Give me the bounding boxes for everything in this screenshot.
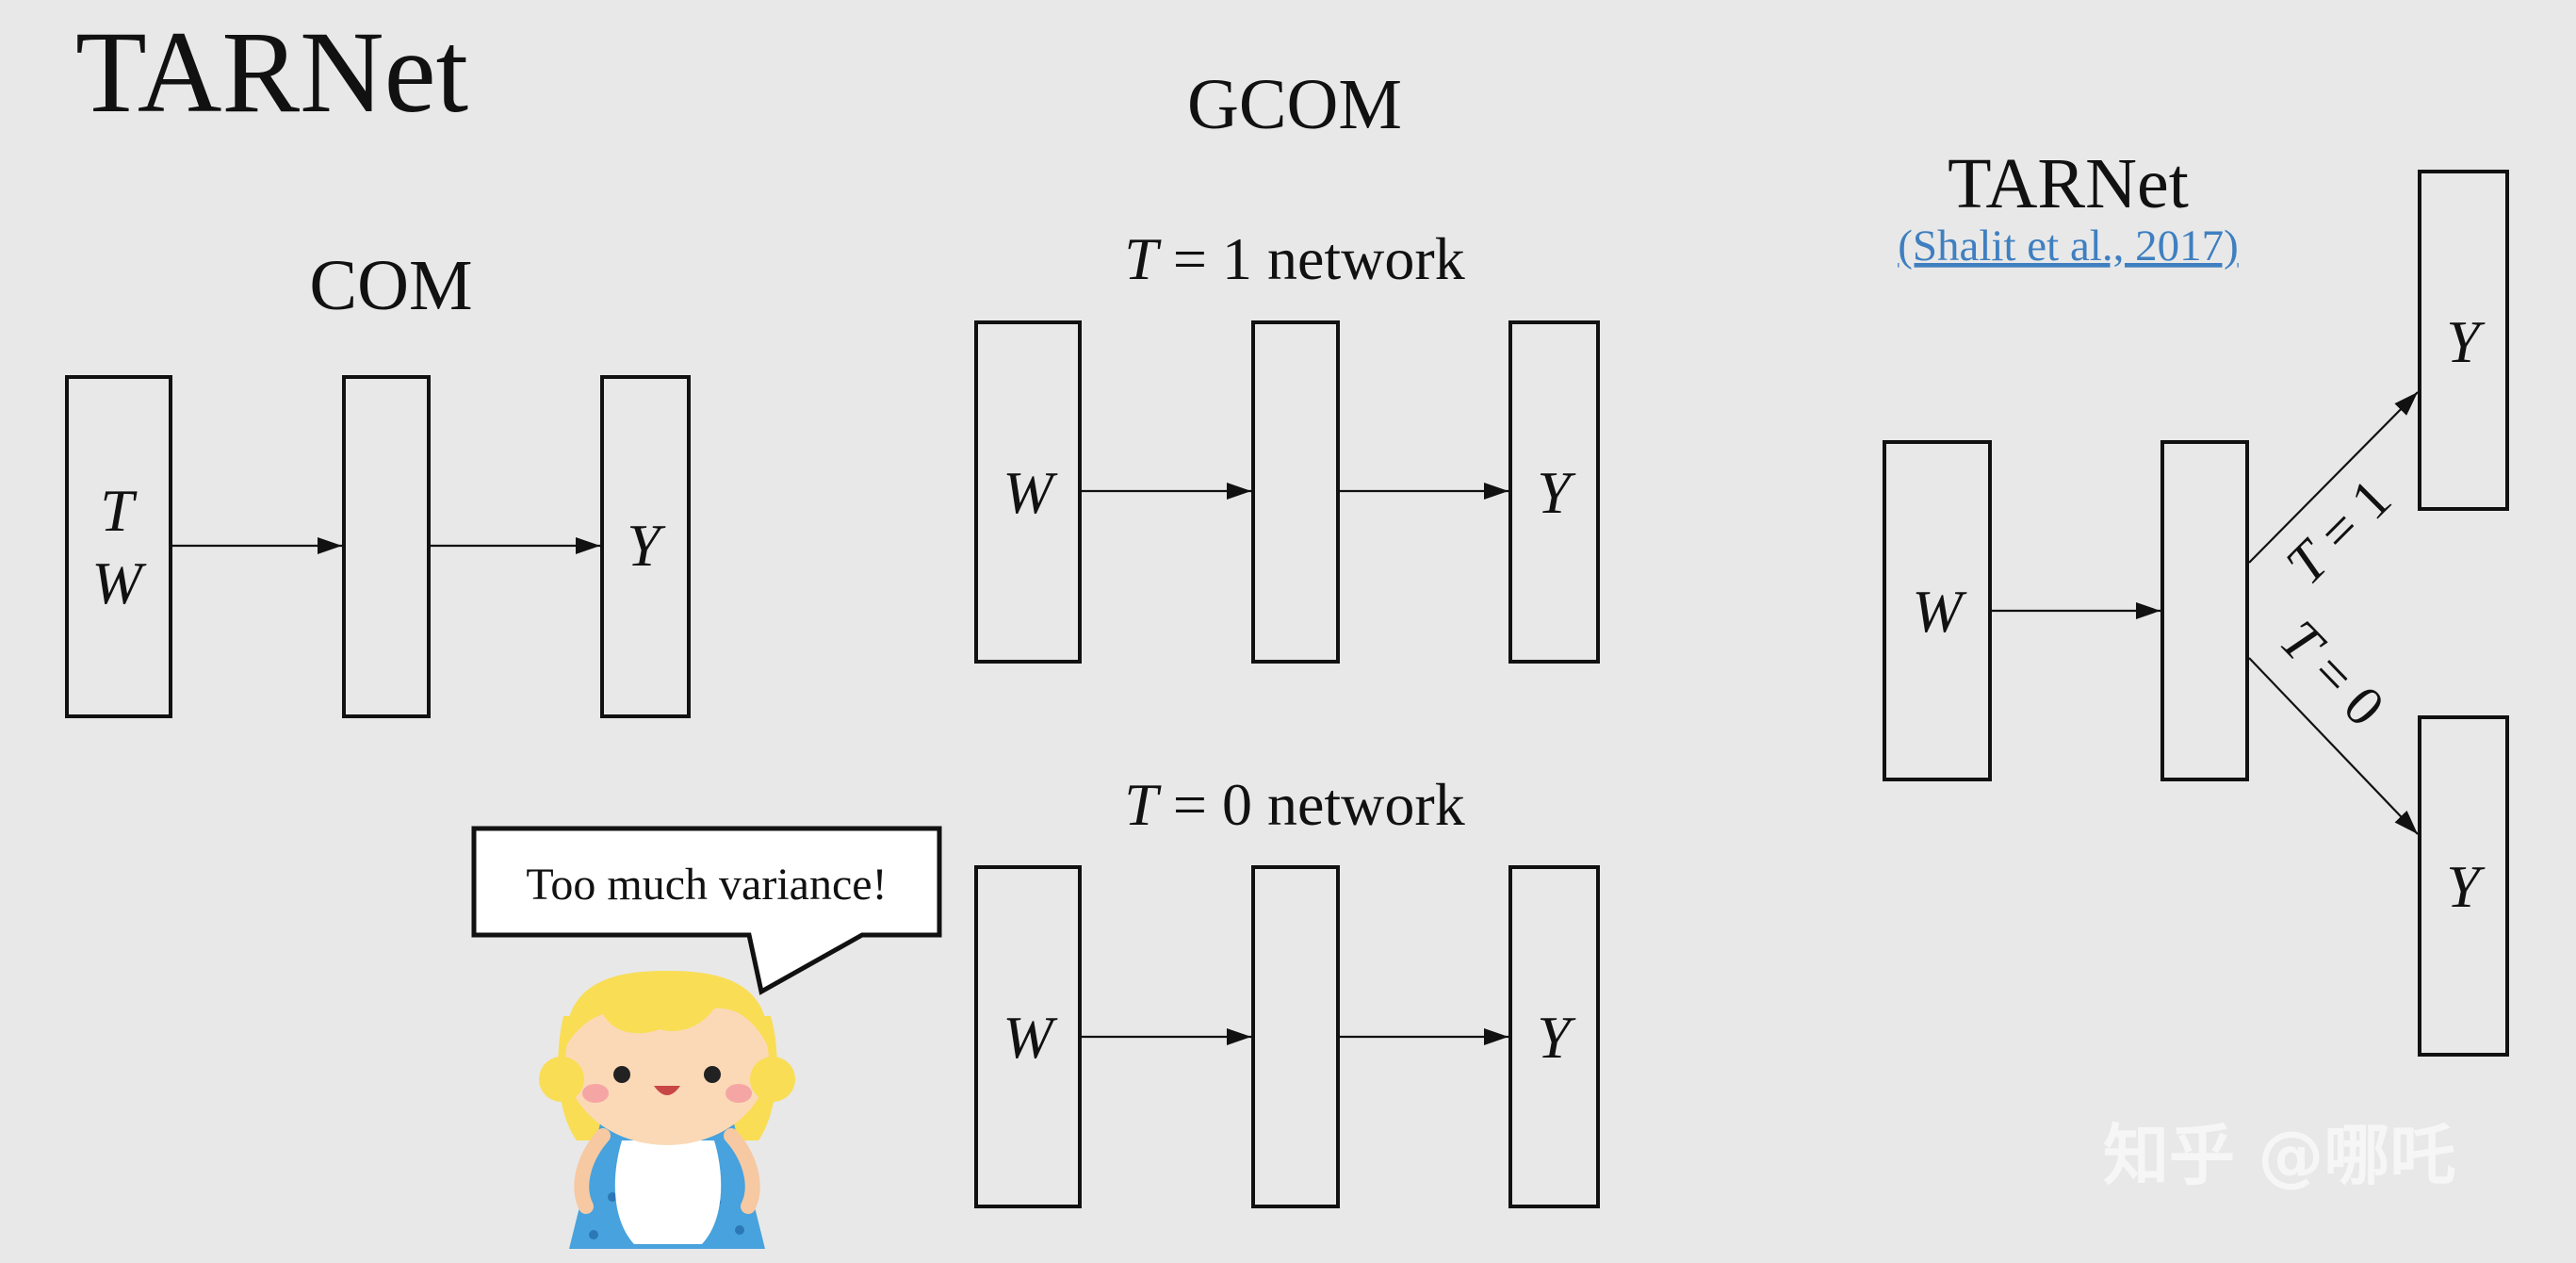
tarnet-diagram: TARNet (Shalit et al., 2017) W Y Y T = 1…: [1883, 144, 2509, 1057]
gcom-t0-rest: = 0 network: [1158, 771, 1465, 838]
tarnet-t0-output-box: [2418, 715, 2509, 1057]
tarnet-t1-output-box: [2418, 170, 2509, 511]
speech-bubble-text: Too much variance!: [526, 860, 887, 910]
gcom-t1-network: T = 1 network W Y: [974, 225, 1600, 664]
com-heading: COM: [309, 246, 472, 325]
gcom-t0-input-label: W: [1003, 1004, 1058, 1071]
gcom-t1-hidden-box: [1251, 320, 1340, 664]
gcom-t1-rest: = 1 network: [1158, 225, 1465, 292]
gcom-t0-output-label: Y: [1537, 1004, 1576, 1071]
com-input-box: [65, 375, 172, 718]
speech-bubble-outline: [471, 826, 942, 995]
tarnet-shared-box: [2160, 440, 2249, 781]
speech-bubble: Too much variance!: [471, 826, 942, 995]
com-input-w-label: W: [91, 549, 147, 616]
gcom-heading: GCOM: [1187, 65, 1402, 144]
tarnet-input-label: W: [1912, 578, 1967, 645]
com-output-label: Y: [627, 512, 666, 579]
tarnet-heading: TARNet: [1948, 144, 2189, 223]
gcom-t1-var: T: [1124, 225, 1162, 292]
com-hidden-box: [342, 375, 431, 718]
gcom-t0-network: T = 0 network W Y: [974, 771, 1600, 1208]
gcom-t0-network-label: T = 0 network: [1124, 771, 1464, 838]
gcom-t1-network-label: T = 1 network: [1124, 225, 1464, 292]
gcom-t1-output-box: [1508, 320, 1600, 664]
watermark-text: 知乎 @哪吒: [2103, 1117, 2455, 1194]
slide-title: TARNet: [75, 8, 468, 137]
com-output-box: [600, 375, 691, 718]
tarnet-citation-link[interactable]: (Shalit et al., 2017): [1898, 221, 2239, 271]
tarnet-t1-output-label: Y: [2446, 308, 2486, 375]
gcom-t1-output-label: Y: [1537, 459, 1576, 526]
gcom-t0-hidden-box: [1251, 865, 1340, 1208]
com-diagram: COM T W Y: [65, 246, 691, 718]
gcom-diagram: GCOM T = 1 network W Y T = 0 network W Y: [974, 65, 1600, 1208]
tarnet-t0-branch-label: T = 0: [2268, 608, 2396, 737]
gcom-t1-input-label: W: [1003, 459, 1058, 526]
gcom-t0-var: T: [1124, 771, 1162, 838]
tarnet-t0-output-label: Y: [2446, 853, 2486, 920]
tarnet-arrow-t1-branch: [2248, 391, 2419, 564]
tarnet-t1-branch-label: T = 1: [2274, 467, 2404, 597]
gcom-t0-output-box: [1508, 865, 1600, 1208]
com-input-t-label: T: [100, 477, 138, 544]
tarnet-arrow-t0-branch: [2248, 657, 2419, 835]
girl-character-illustration: [539, 971, 795, 1249]
